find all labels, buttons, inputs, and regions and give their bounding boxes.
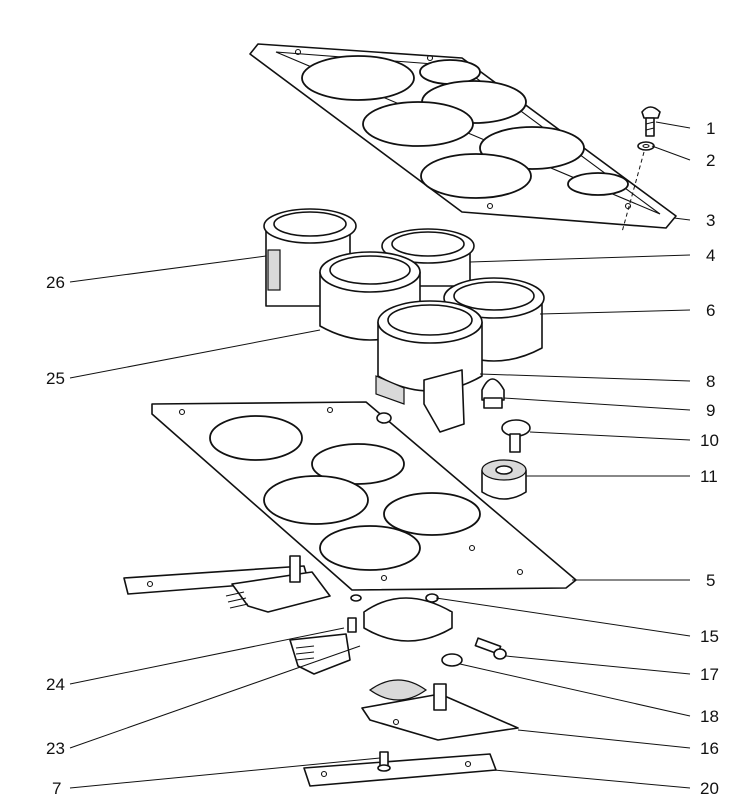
bushing-part-11 [481, 459, 527, 500]
callout-2: 2 [706, 151, 715, 170]
callout-11: 11 [700, 467, 718, 486]
bottom-strap-part-20 [303, 753, 497, 787]
screw-part-1 [641, 106, 661, 137]
callout-1: 1 [706, 119, 715, 138]
washer-part-2 [637, 141, 655, 151]
screw-part-7 [377, 751, 391, 772]
callout-23: 23 [46, 739, 65, 758]
gauge-cup-part-8 [375, 300, 483, 433]
callout-17: 17 [700, 665, 719, 684]
bulb-part-9 [481, 378, 505, 409]
nut-part-18 [441, 653, 463, 667]
callout-6: 6 [706, 301, 715, 320]
callout-9: 9 [706, 401, 715, 420]
top-panel-part-3 [249, 43, 677, 229]
callout-numbers: 1 2 3 4 6 8 9 10 11 5 15 17 18 16 20 26 … [46, 119, 719, 798]
callout-25: 25 [46, 369, 65, 388]
callout-24: 24 [46, 675, 65, 694]
callout-16: 16 [700, 739, 719, 758]
callout-15: 15 [700, 627, 719, 646]
bolt-part-17 [474, 637, 507, 660]
callout-20: 20 [700, 779, 719, 798]
lower-bracket-part-16 [361, 679, 519, 741]
callout-5: 5 [706, 571, 715, 590]
callout-3: 3 [706, 211, 715, 230]
callout-26: 26 [46, 273, 65, 292]
callout-7: 7 [52, 779, 61, 798]
callout-4: 4 [706, 246, 715, 265]
leader-lines [69, 121, 691, 789]
knob-part-10 [501, 419, 531, 453]
left-bracket-assembly [123, 555, 331, 613]
mounting-panel-part-5 [151, 401, 577, 591]
callout-8: 8 [706, 372, 715, 391]
lower-housing-part-23 [289, 593, 453, 675]
callout-10: 10 [700, 431, 719, 450]
callout-18: 18 [700, 707, 719, 726]
